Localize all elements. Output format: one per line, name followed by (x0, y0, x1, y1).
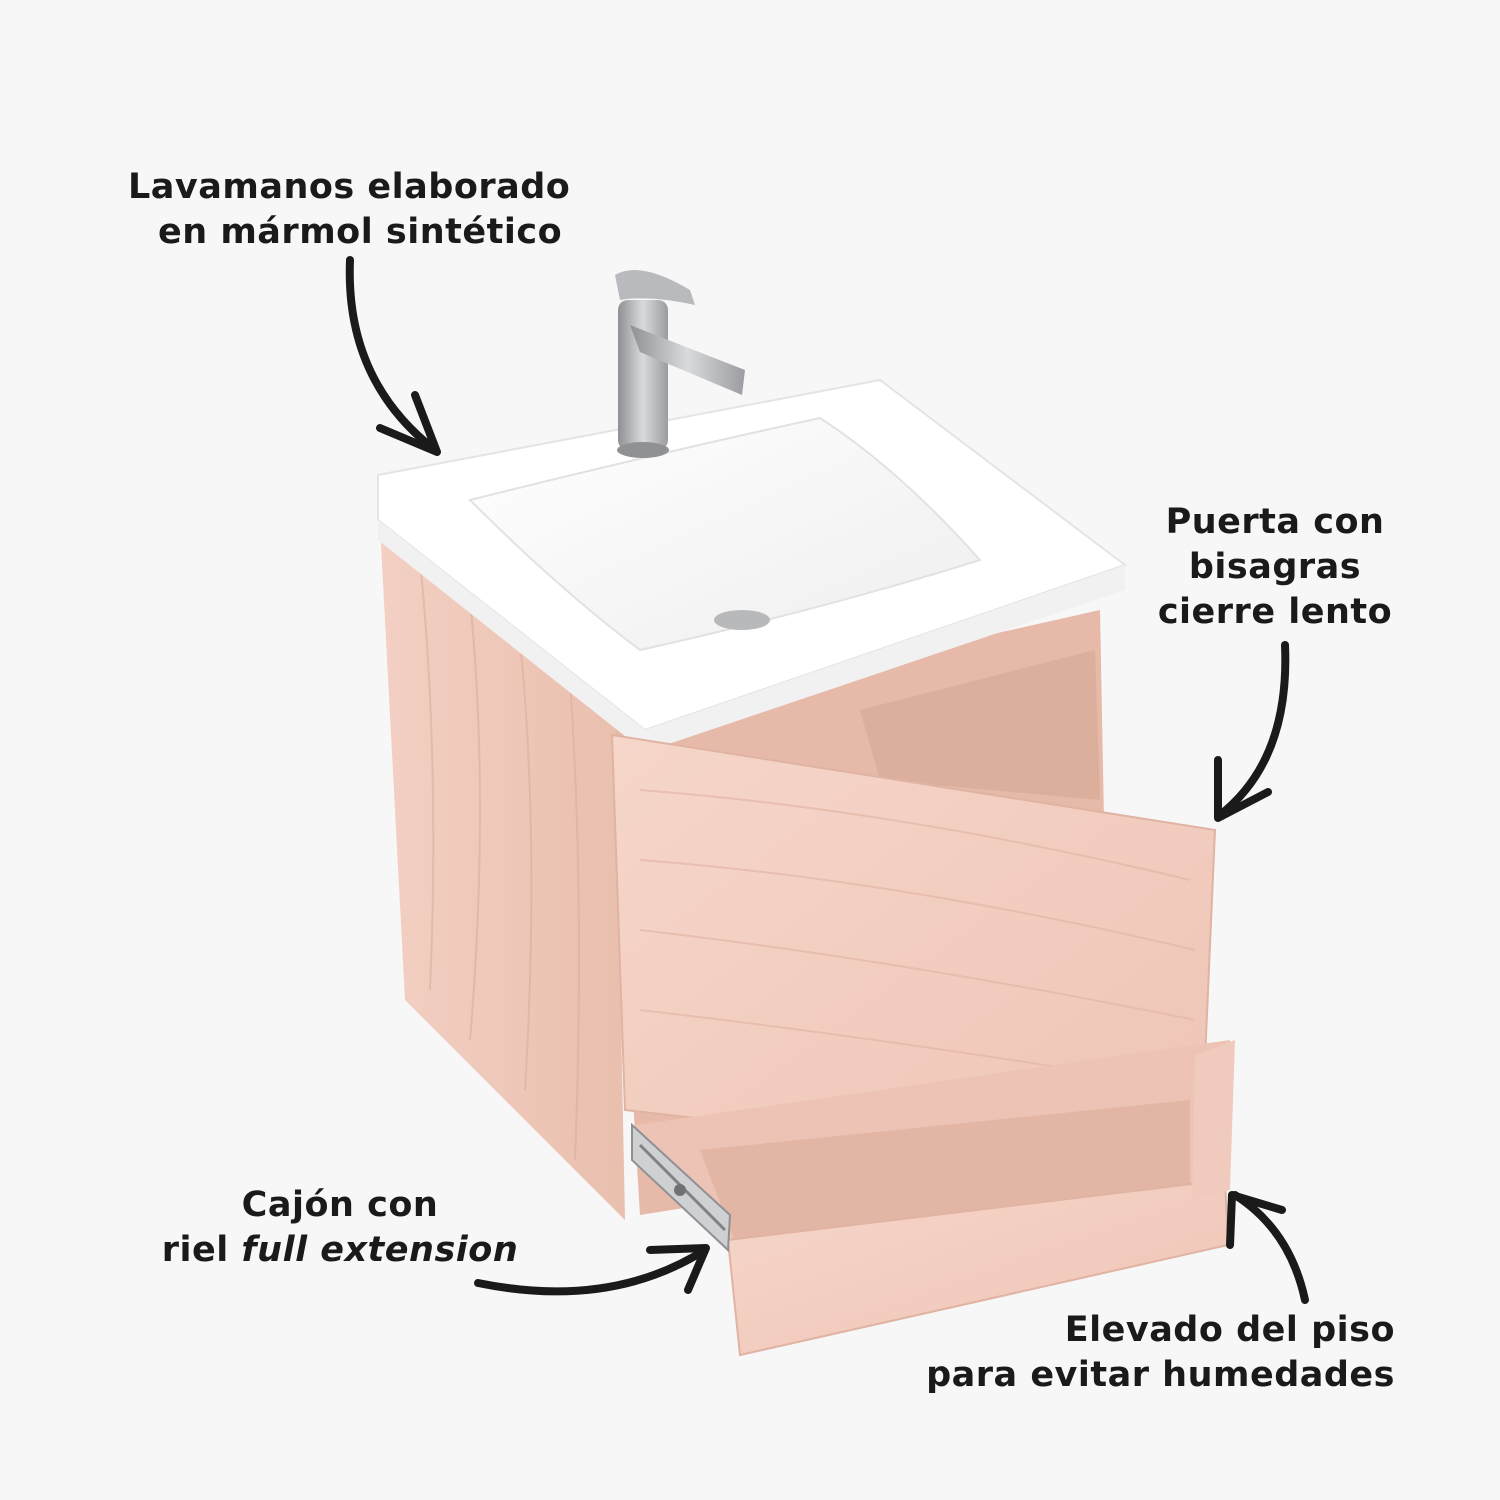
cabinet-interior-back (860, 650, 1100, 800)
faucet (615, 270, 745, 458)
drawer-bottom (700, 1100, 1190, 1255)
annotation-floor-line1: Elevado del piso (1064, 1310, 1395, 1350)
arrow-to-door (1214, 641, 1290, 822)
sink-basin (468, 416, 982, 652)
annotation-door-line2: bisagras (1188, 547, 1362, 587)
arrow-to-floor-gap (1226, 1191, 1309, 1304)
annotation-drawer-line1: Cajón con (241, 1185, 439, 1225)
drawer-side-right (1192, 1040, 1235, 1200)
annotation-sink-line2: en mármol sintético (158, 212, 563, 252)
drawer-rail (631, 1122, 732, 1253)
cabinet-side-panel (380, 525, 625, 1220)
annotation-floor-line2: para evitar humedades (926, 1355, 1395, 1395)
annotation-drawer-line2-italic: full extension (241, 1230, 519, 1270)
arrow-to-drawer (474, 1244, 710, 1296)
annotation-door-line1: Puerta con (1165, 502, 1385, 542)
annotation-drawer-line2: riel full extension (160, 1228, 520, 1273)
annotation-door-hinges: Puerta con bisagras cierre lento (1150, 500, 1400, 635)
annotation-sink-material: Lavamanos elaborado en mármol sintético (128, 165, 570, 255)
annotation-door-line3: cierre lento (1157, 592, 1393, 632)
arrow-to-sink (345, 256, 441, 456)
annotation-sink-line1: Lavamanos elaborado (128, 167, 571, 207)
sink-front-edge (378, 520, 1125, 752)
drain (714, 610, 770, 630)
annotation-drawer-rail: Cajón con riel full extension (160, 1183, 520, 1273)
annotation-drawer-line2-plain: riel (161, 1230, 242, 1270)
annotation-floor-elevation: Elevado del piso para evitar humedades (880, 1308, 1395, 1398)
